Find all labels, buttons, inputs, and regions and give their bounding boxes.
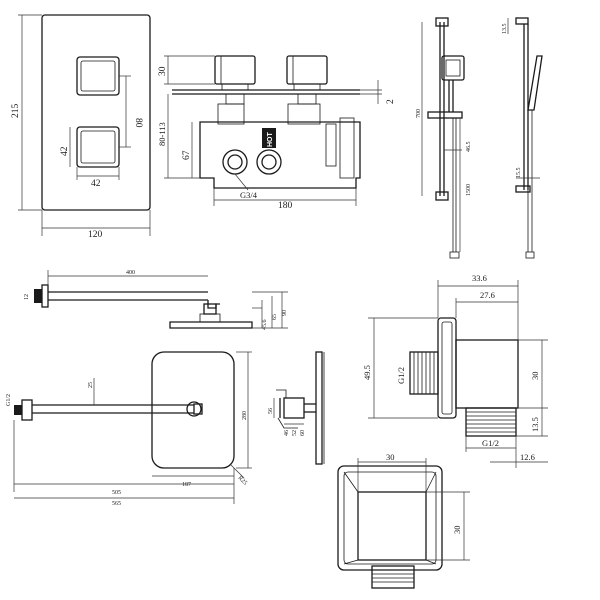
side-b-label: 46 <box>284 430 290 436</box>
rail-height-label: 700 <box>416 109 422 118</box>
arm-reach-label: 400 <box>126 270 135 276</box>
shower-arm-side-view: 400 12 45.6 65 90 <box>24 270 288 330</box>
slide-rail-front-view: 700 46.5 1500 <box>416 17 472 259</box>
body-height-label: 30 <box>530 372 540 381</box>
front-width-label: 30 <box>386 452 395 462</box>
front-outlet-thread <box>371 565 415 589</box>
plate-width-label: 120 <box>88 230 103 240</box>
wall-outlet-side-view: 33.6 27.6 49.5 G1/2 30 13.5 G1/2 12.6 <box>362 273 548 468</box>
head-size-label: 65 <box>272 314 278 320</box>
outlet-body <box>455 339 519 409</box>
bracket-width-label: 46.5 <box>466 142 472 153</box>
flange-label: 12 <box>24 294 30 300</box>
drop-label: 90 <box>282 310 288 316</box>
handle-width-label: 42 <box>91 179 101 189</box>
holder-offset-label: 15.5 <box>516 168 522 179</box>
side-d-label: 60 <box>300 430 306 436</box>
thread-in-label: G1/2 <box>396 367 406 384</box>
side-c-label: 52 <box>292 430 298 436</box>
outlet-height-label: 13.5 <box>530 417 540 432</box>
wall-depth-label: 80-113 <box>157 122 167 146</box>
inlet-thread <box>409 351 439 395</box>
body-depth-label: 27.6 <box>480 290 495 300</box>
front-height-label: 30 <box>452 526 462 535</box>
outlet-offset-label-2: 12.6 <box>520 452 535 462</box>
wall-outlet-front-view: 30 30 <box>337 452 470 589</box>
outlet-height-label: 67 <box>182 150 192 160</box>
outlet-offset-label: 13.5 <box>502 24 508 35</box>
hose-length-label: 1500 <box>466 184 472 196</box>
hand-shower-side <box>527 55 543 111</box>
hot-label: HOT <box>267 132 274 148</box>
valve-side-view: HOT 30 80-113 67 180 G3/4 2 <box>157 55 396 211</box>
thread-label: G3/4 <box>240 190 258 200</box>
slide-rail-side-view: 13.5 15.5 <box>502 17 543 259</box>
cover-plate <box>41 14 151 211</box>
hot-marker <box>262 128 276 148</box>
head-width-label: 187 <box>182 482 191 488</box>
handle-spacing-label: 80 <box>133 118 143 128</box>
trim-offset-label: 2 <box>386 99 396 104</box>
wall-flange <box>41 284 49 308</box>
shower-arm-plan-view: G1/2 25 280 187 505 565 R25 <box>6 351 252 507</box>
head-length-label: 280 <box>242 411 248 420</box>
outlet-front-body <box>357 491 427 561</box>
valve-front-view: 215 120 80 42 42 <box>11 14 151 240</box>
body-width-label: 180 <box>278 201 293 211</box>
connector-detail-view: 56 46 52 60 <box>268 351 325 465</box>
handle-height-label: 42 <box>60 146 70 156</box>
rain-head-plan <box>151 351 235 469</box>
head-depth-label: 45.6 <box>262 320 268 331</box>
wall-thread-label: G1/2 <box>6 394 12 406</box>
outlet-thread <box>465 407 517 437</box>
plan-wall-flange <box>21 399 33 421</box>
handle-depth-label: 30 <box>158 66 168 76</box>
total-width-label: 33.6 <box>472 273 487 283</box>
bottom-handle <box>76 126 120 168</box>
slider-bracket <box>427 111 463 119</box>
outlet-flange <box>437 317 457 419</box>
rain-head-edge <box>315 351 323 465</box>
arm-length-label: 565 <box>112 501 121 507</box>
total-reach-label: 505 <box>112 490 121 496</box>
rain-head-side <box>169 321 253 329</box>
top-handle <box>76 56 120 96</box>
plate-height-label: 215 <box>11 104 21 119</box>
arm-height-label: 25 <box>88 382 94 388</box>
connector-block <box>283 397 305 419</box>
outlet-right <box>256 149 282 175</box>
flange-height-label: 49.5 <box>362 365 372 380</box>
side-a-label: 56 <box>268 408 274 414</box>
corner-radius-label: R25 <box>237 475 248 486</box>
thread-out-label: G1/2 <box>482 438 499 448</box>
hand-shower-head <box>441 55 465 81</box>
outlet-left <box>222 149 248 175</box>
